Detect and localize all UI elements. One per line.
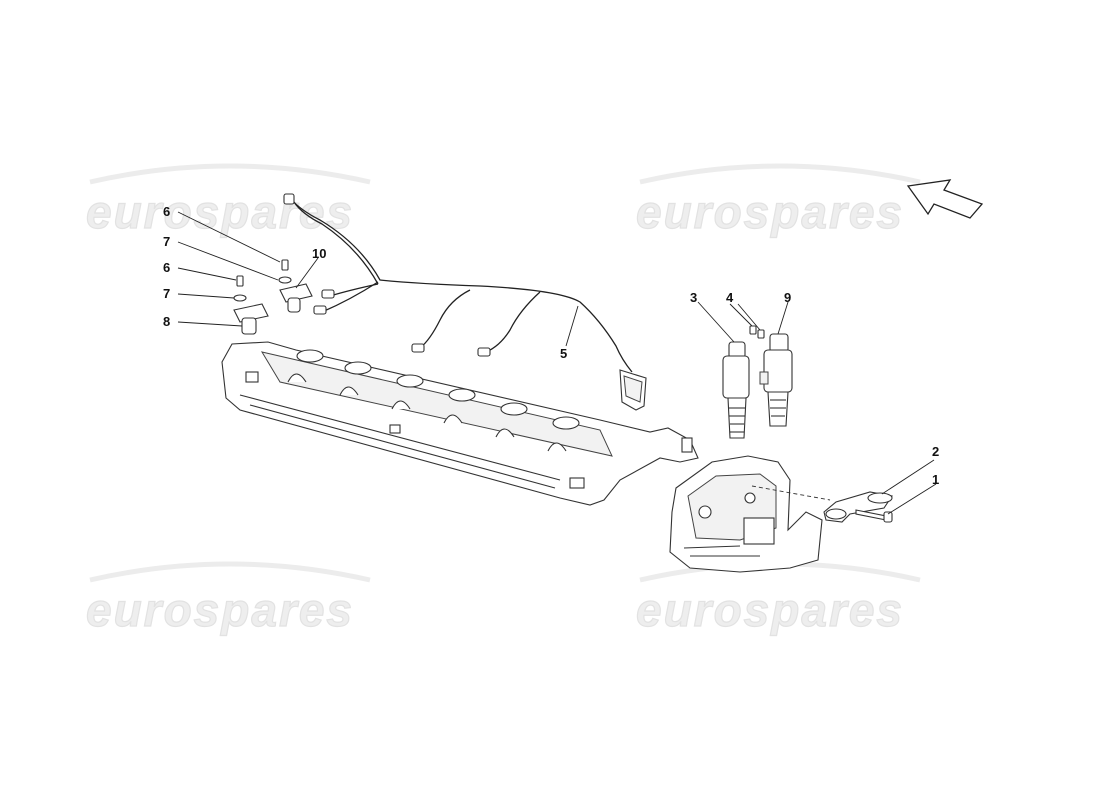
watermark-top-right: eurospares [635, 163, 921, 239]
callout-1: 1 [932, 472, 939, 487]
sensor-8 [233, 303, 269, 335]
bolt [855, 509, 893, 523]
watermark-top-left: eurospares [85, 163, 371, 239]
watermark-bottom-left: eurospares [85, 561, 371, 637]
callout-5: 5 [560, 346, 567, 361]
callout-10: 10 [312, 246, 326, 261]
callout-9: 9 [784, 290, 791, 305]
wiring-harness [283, 193, 647, 411]
callout-2: 2 [932, 444, 939, 459]
watermark-text: eurospares [86, 186, 354, 238]
watermark-text: eurospares [86, 584, 354, 636]
solenoid-valve-left [722, 341, 750, 439]
callout-7-upper: 7 [163, 234, 170, 249]
callout-4: 4 [726, 290, 734, 305]
watermark-text: eurospares [636, 584, 904, 636]
leader-lines [177, 211, 937, 515]
cylinder-head [221, 341, 699, 506]
screws-4 [749, 325, 765, 339]
bracket [823, 491, 893, 523]
callout-7-lower: 7 [163, 286, 170, 301]
callout-8: 8 [163, 314, 170, 329]
callout-6-upper: 6 [163, 204, 170, 219]
solenoid-valve-right [759, 333, 793, 427]
screw-6-upper [278, 259, 292, 284]
watermark-text: eurospares [636, 186, 904, 238]
callout-6-lower: 6 [163, 260, 170, 275]
direction-arrow-icon [906, 179, 984, 219]
sensor-10 [279, 283, 313, 313]
variator-housing [669, 455, 831, 573]
callout-3: 3 [690, 290, 697, 305]
watermark-bottom-right: eurospares [635, 561, 921, 637]
